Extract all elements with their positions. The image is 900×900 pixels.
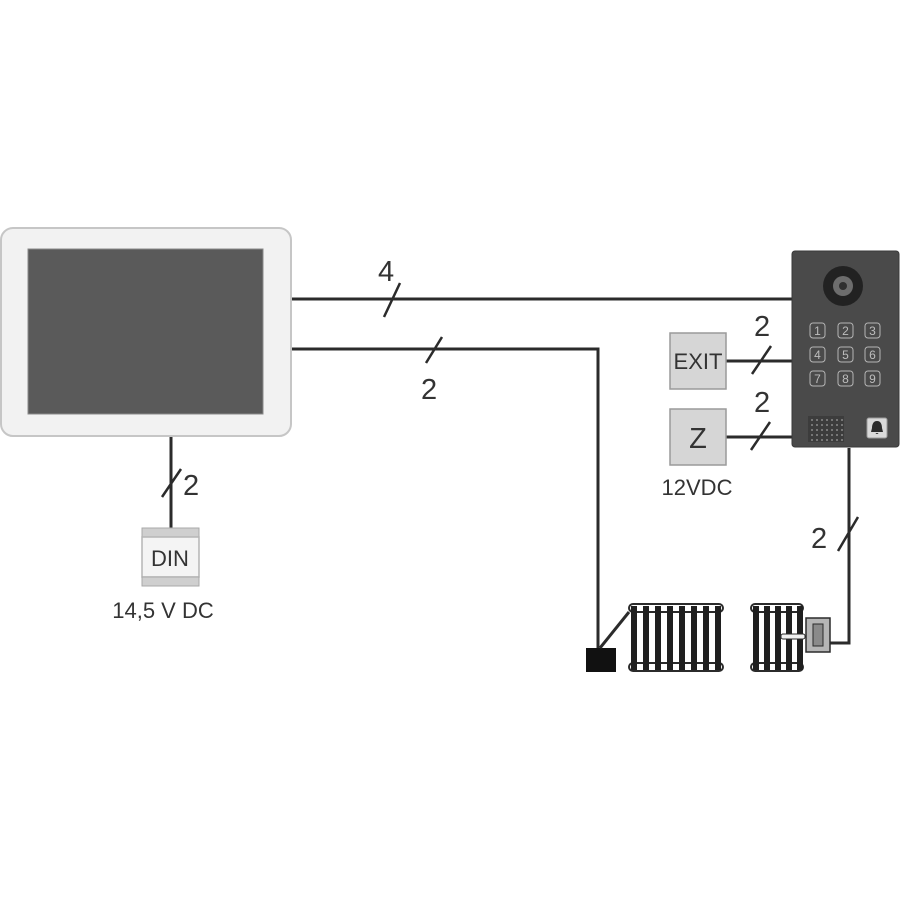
key-1 xyxy=(809,322,826,339)
din-power-supply: DIN 14,5 V DC xyxy=(112,527,214,623)
key-label-7: 7 xyxy=(814,372,821,386)
key-4 xyxy=(809,346,826,363)
panel-body xyxy=(791,250,900,448)
din-module-body xyxy=(141,536,200,578)
key-5 xyxy=(837,346,854,363)
electric-lock-strike xyxy=(812,623,824,647)
key-6 xyxy=(864,346,881,363)
key-9 xyxy=(864,370,881,387)
key-label-3: 3 xyxy=(869,324,876,338)
exit-button-label: EXIT xyxy=(674,349,723,374)
exit-button-box xyxy=(669,332,727,390)
lock-supply-label: Z xyxy=(689,423,707,455)
camera-lens-inner xyxy=(839,282,847,290)
gate-bottom-rail xyxy=(628,662,724,672)
key-label-5: 5 xyxy=(842,348,849,362)
exit-button: EXIT xyxy=(669,332,727,390)
count-monitor-to-din: 2 xyxy=(183,470,199,502)
speaker-grille xyxy=(808,416,844,442)
keypad: 1 2 3 4 5 6 7 8 9 xyxy=(809,322,881,387)
key-label-4: 4 xyxy=(814,348,821,362)
count-monitor-to-gate: 2 xyxy=(421,374,437,406)
tick-monitor-to-din xyxy=(160,468,183,498)
monitor-screen xyxy=(27,248,264,415)
key-8 xyxy=(837,370,854,387)
key-label-1: 1 xyxy=(814,324,821,338)
door-station-panel: 1 2 3 4 5 6 7 8 9 xyxy=(791,250,900,448)
wire-count-labels: 4 2 2 2 2 2 xyxy=(183,256,827,555)
tick-lock-to-panel xyxy=(749,421,772,451)
wicket-gate xyxy=(750,603,831,672)
count-lock-to-panel: 2 xyxy=(754,387,770,419)
din-module-top xyxy=(141,527,200,538)
wire-monitor-to-gate xyxy=(291,347,600,651)
key-2 xyxy=(837,322,854,339)
gate-top-rail xyxy=(628,603,724,613)
key-3 xyxy=(864,322,881,339)
lock-supply-box xyxy=(669,408,727,466)
key-7 xyxy=(809,370,826,387)
gate-automation xyxy=(586,603,724,672)
key-label-9: 9 xyxy=(869,372,876,386)
din-module-label: DIN xyxy=(151,546,189,571)
tick-panel-to-wicket xyxy=(836,516,860,552)
cable-ticks xyxy=(160,282,860,552)
door-handle xyxy=(780,633,806,640)
tick-monitor-to-panel xyxy=(382,282,402,318)
count-exit-to-panel: 2 xyxy=(754,311,770,343)
gate-motor-arm xyxy=(598,611,631,649)
key-label-2: 2 xyxy=(842,324,849,338)
sliding-gate xyxy=(628,603,724,672)
key-label-6: 6 xyxy=(869,348,876,362)
count-monitor-to-panel: 4 xyxy=(378,256,394,288)
bell-button xyxy=(866,417,888,439)
wire-panel-to-wicket xyxy=(830,448,851,645)
din-module-base xyxy=(141,576,200,587)
lock-supply-voltage: 12VDC xyxy=(662,475,733,500)
lock-power-supply: Z 12VDC xyxy=(662,408,733,500)
gate-motor xyxy=(586,648,616,672)
din-voltage-label: 14,5 V DC xyxy=(112,598,214,623)
count-panel-to-wicket: 2 xyxy=(811,523,827,555)
bell-icon xyxy=(871,421,883,435)
tick-exit-to-panel xyxy=(750,345,773,375)
video-monitor xyxy=(0,227,292,437)
key-label-8: 8 xyxy=(842,372,849,386)
tick-monitor-to-gate xyxy=(424,336,444,364)
